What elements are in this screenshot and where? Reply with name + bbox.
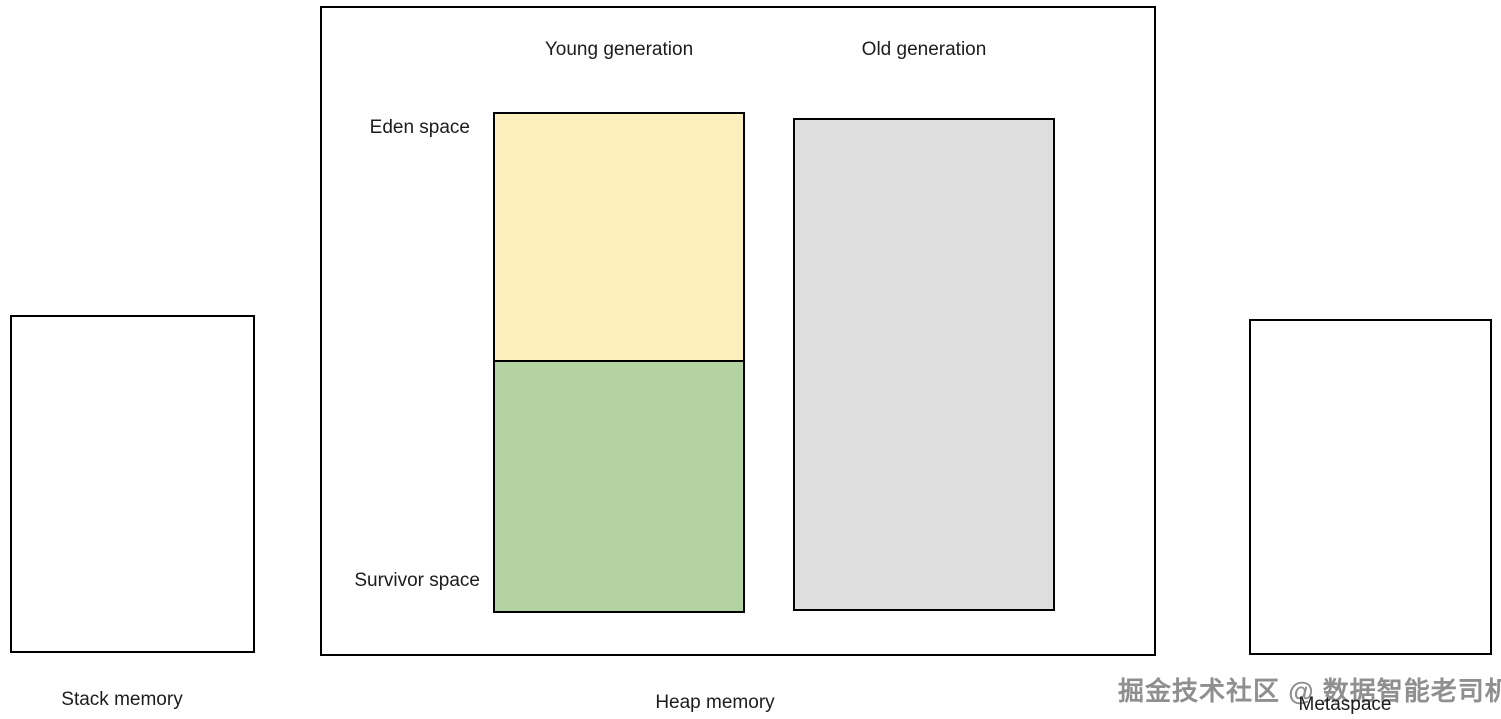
survivor-space-label: Survivor space [354,570,480,591]
heap-memory-label: Heap memory [655,692,775,713]
metaspace-box [1249,319,1492,655]
watermark-text: 掘金技术社区 @ 数据智能老司机 [1118,676,1501,706]
metaspace-label: Metaspace [1298,694,1392,715]
young-generation-title: Young generation [544,39,694,60]
eden-space-label: Eden space [369,117,470,138]
survivor-space-box [493,362,745,613]
old-generation-box [793,118,1055,611]
stack-memory-box [10,315,255,653]
stack-memory-label: Stack memory [61,689,183,710]
old-generation-title: Old generation [861,39,987,60]
eden-space-box [493,112,745,362]
